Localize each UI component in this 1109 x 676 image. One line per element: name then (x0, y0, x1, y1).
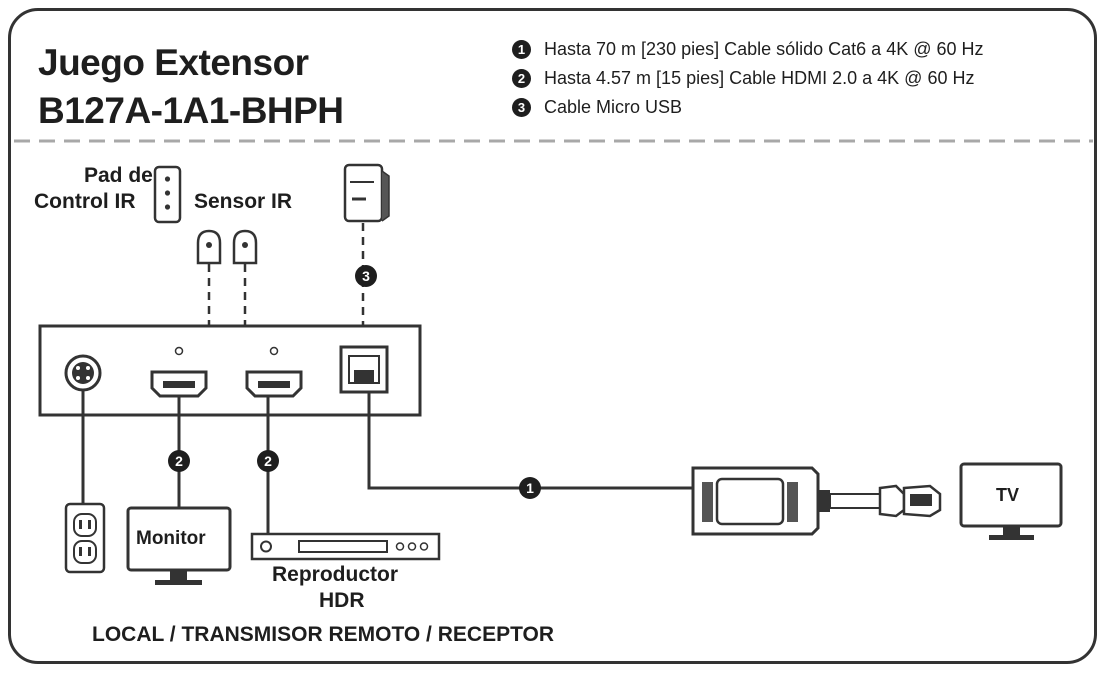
power-outlet-icon (64, 502, 106, 574)
led-indicator-2 (269, 346, 279, 356)
legend-text-hdmi: Hasta 4.57 m [15 pies] Cable HDMI 2.0 a … (544, 67, 975, 88)
legend-item-usb: 3 Cable Micro USB (512, 95, 682, 119)
tv-icon (959, 462, 1063, 540)
legend-text-cat6: Hasta 70 m [230 pies] Cable sólido Cat6 … (544, 38, 984, 59)
diagram-frame (8, 8, 1097, 664)
label-player-line2: HDR (319, 589, 365, 612)
legend-marker-2: 2 (512, 68, 531, 88)
ir-sensor-icon-2 (232, 229, 258, 265)
monitor-icon (126, 506, 232, 585)
legend-marker-3: 3 (512, 97, 531, 117)
power-port-icon (64, 354, 102, 392)
title-model-number: B127A-1A1-BHPH (38, 90, 344, 131)
label-ir-pad-line2: Control IR (34, 190, 136, 213)
legend-item-hdmi: 2 Hasta 4.57 m [15 pies] Cable HDMI 2.0 … (512, 66, 974, 90)
title-product-name: Juego Extensor (38, 42, 309, 83)
label-ir-pad-line1: Pad de (84, 164, 153, 187)
label-monitor: Monitor (136, 528, 206, 549)
ir-control-pad-icon (153, 165, 182, 224)
led-indicator-1 (174, 346, 184, 356)
receiver-unit (691, 466, 942, 536)
hdmi-connector-icon (878, 484, 942, 518)
label-tv: TV (996, 485, 1020, 505)
label-ir-sensor: Sensor IR (194, 190, 293, 213)
cable-marker-hdmi-player: 2 (257, 450, 279, 472)
transmitter-unit (38, 324, 422, 417)
label-player-line1: Reproductor (272, 563, 398, 586)
legend-marker-1: 1 (512, 39, 531, 59)
legend-text-usb: Cable Micro USB (544, 96, 683, 117)
rj45-port-icon (339, 345, 389, 394)
cable-marker-hdmi-monitor: 2 (168, 450, 190, 472)
cable-marker-usb: 3 (355, 265, 377, 287)
footer-caption: LOCAL / TRANSMISOR REMOTO / RECEPTOR (92, 623, 555, 646)
usb-power-adapter-icon (343, 163, 390, 223)
cable-marker-cat6: 1 (519, 477, 541, 499)
legend-item-cat6: 1 Hasta 70 m [230 pies] Cable sólido Cat… (512, 37, 984, 61)
ir-sensor-icon-1 (196, 229, 222, 265)
hdr-player-icon (250, 532, 441, 561)
dashed-cables (207, 223, 365, 326)
